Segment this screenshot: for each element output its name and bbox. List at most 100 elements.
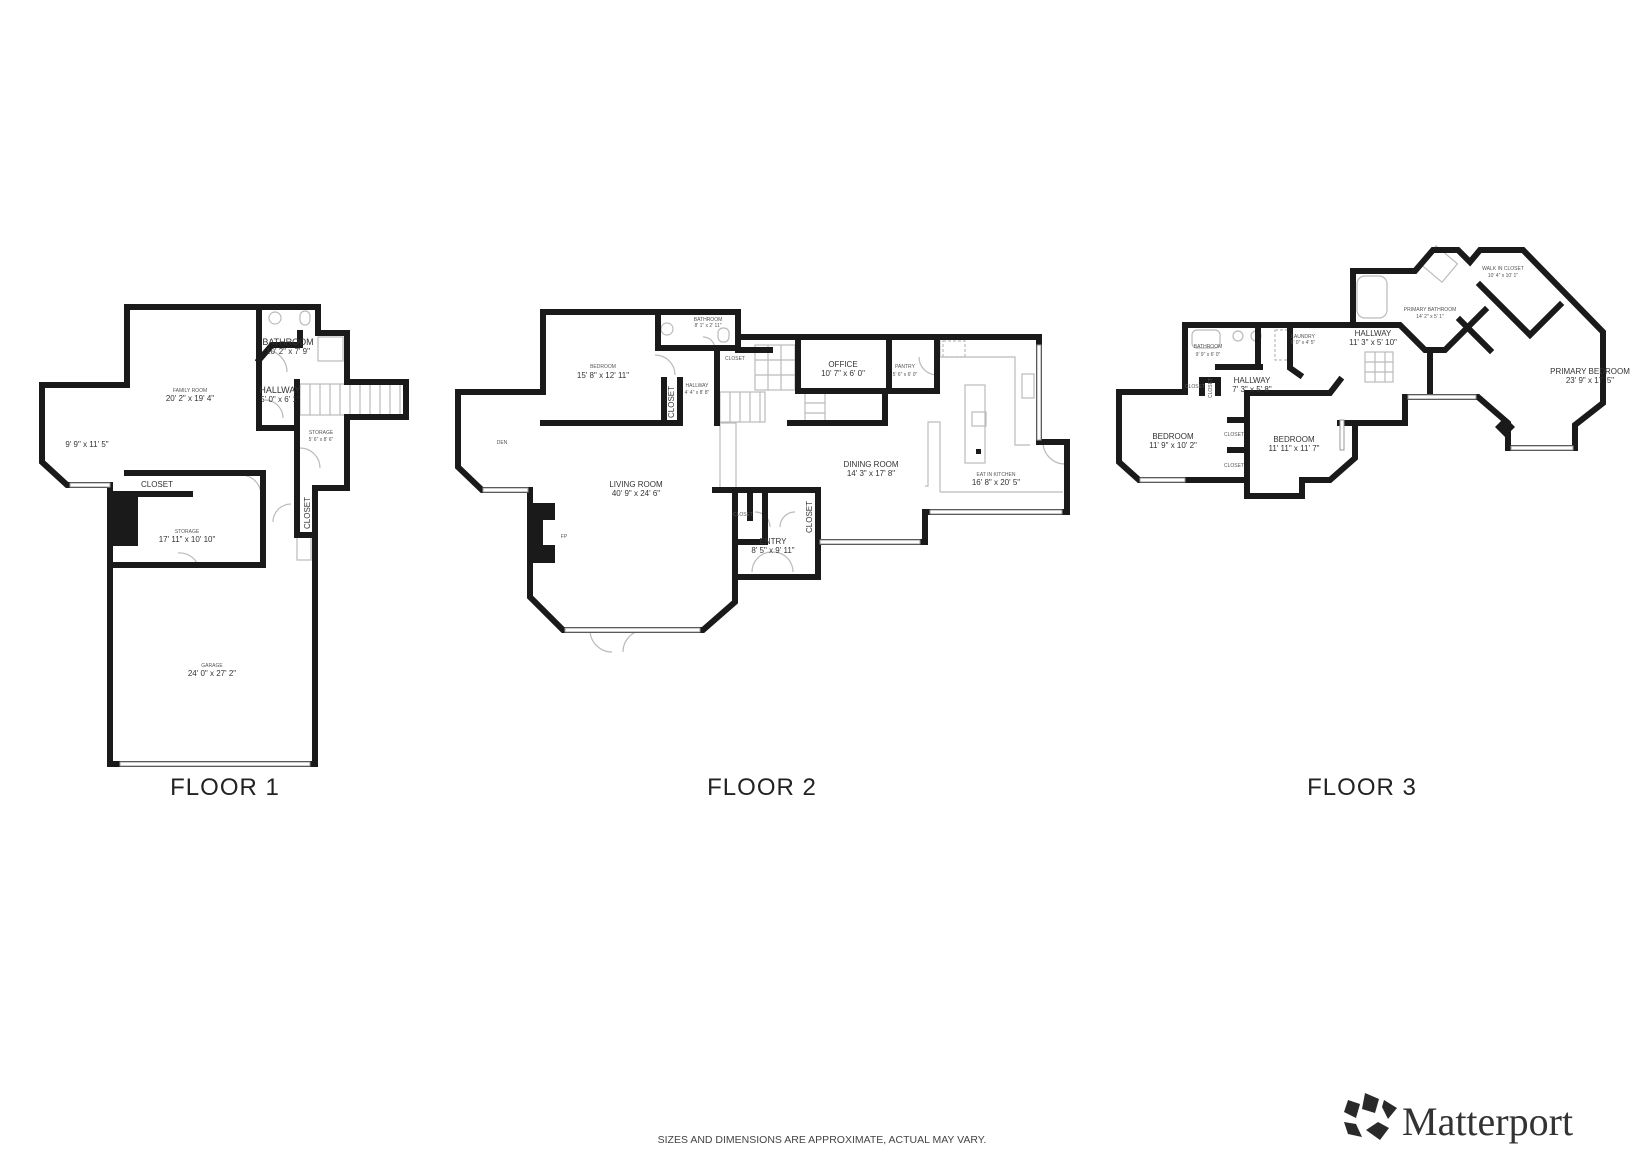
garage-door	[119, 761, 311, 767]
room-dims: 16' 8" x 20' 5"	[972, 478, 1020, 487]
room-label: HALLWAY	[1355, 329, 1392, 338]
sink-icon	[1021, 373, 1035, 399]
room-dims: 5' 6" x 6' 0"	[893, 372, 918, 378]
toilet-icon	[717, 327, 730, 343]
room-label: CLOSET	[1224, 463, 1244, 469]
floor-3-plan: BATHROOM 9' 9" x 6' 0" LAUNDRY 6' 0" x 4…	[1116, 244, 1630, 801]
window	[1407, 394, 1477, 400]
room-dims: 10' 2" x 7' 9"	[266, 347, 310, 356]
room-dims: 14' 3" x 17' 8"	[847, 469, 895, 478]
room-label: STORAGE	[175, 529, 200, 535]
floor-3-stairs	[1364, 351, 1394, 383]
room-label: OFFICE	[828, 360, 857, 369]
room-label: CLOSET	[725, 356, 745, 362]
room-dims: 8' 5" x 9' 11"	[751, 546, 794, 555]
room-dims: 9' 9" x 6' 0"	[1196, 352, 1221, 358]
floor-1-plan: FAMILY ROOM 20' 2" x 19' 4" 9' 9" x 11' …	[39, 304, 409, 801]
room-label: BEDROOM	[1152, 432, 1194, 441]
room-label: CLOSET	[667, 386, 676, 418]
room-dims: 17' 11" x 10' 10"	[159, 535, 216, 544]
water-heater-block	[110, 494, 138, 546]
room-dims: 20' 2" x 19' 4"	[166, 394, 214, 403]
toilet-icon	[299, 310, 311, 326]
room-label: HALLWAY	[686, 383, 710, 389]
window	[1510, 445, 1574, 451]
window	[482, 487, 529, 493]
room-dims: 10' 7" x 6' 0"	[821, 369, 865, 378]
floor-1-title: FLOOR 1	[170, 774, 280, 801]
floor-3-title: FLOOR 3	[1307, 774, 1417, 801]
room-dims: 11' 9" x 10' 2"	[1149, 441, 1197, 450]
sink-icon	[660, 322, 674, 336]
room-label: CLOSET	[141, 480, 173, 489]
room-dims: 11' 11" x 11' 7"	[1269, 444, 1320, 453]
room-label: CLOSET	[1224, 432, 1244, 438]
fireplace-opening	[543, 520, 555, 545]
room-label: HALLWAY	[1234, 376, 1271, 385]
room-dims: 8' 1" x 2' 11"	[694, 323, 721, 329]
floor-2-plan: BEDROOM 15' 8" x 12' 11" BATHROOM 8' 1" …	[455, 309, 1070, 801]
floor-2-title: FLOOR 2	[707, 774, 817, 801]
room-dims: 11' 3" x 5' 10"	[1349, 338, 1397, 347]
room-label: ENTRY	[760, 537, 788, 546]
sink-icon	[1232, 330, 1244, 342]
room-label: BATHROOM	[694, 317, 723, 323]
utility-sink-icon	[296, 534, 312, 561]
room-label: LIVING ROOM	[609, 480, 663, 489]
room-label: BATHROOM	[262, 337, 313, 347]
room-dims: 15' 8" x 12' 11"	[577, 371, 629, 380]
room-dims: 24' 0" x 27' 2"	[188, 669, 236, 678]
window	[69, 482, 111, 488]
fridge-icon	[942, 340, 966, 358]
room-dims: 14' 2" x 5' 1"	[1416, 314, 1444, 320]
room-dims: 5' 0" x 6' 1"	[260, 395, 300, 404]
floor-1-door-swings	[177, 349, 321, 566]
cooktop-icon	[971, 411, 987, 427]
window	[564, 627, 701, 633]
floor-1-walls	[39, 304, 409, 767]
bathtub-icon	[1356, 275, 1388, 319]
room-dims: 10' 4" x 10' 1"	[1488, 273, 1518, 279]
matterport-logo-icon	[1344, 1093, 1397, 1140]
floor-2-stairs	[719, 344, 826, 490]
window	[929, 509, 1063, 515]
window	[819, 539, 921, 545]
bathtub-icon	[1191, 329, 1221, 349]
room-label: CLOSET	[1208, 378, 1214, 398]
brand-name: Matterport	[1402, 1099, 1573, 1144]
floor-2-walls	[455, 309, 1070, 633]
sink-icon	[268, 311, 282, 325]
room-dims: 7' 3" x 5' 8"	[1232, 385, 1272, 394]
room-label: FP	[561, 534, 568, 540]
outlet-icon	[976, 449, 981, 454]
room-label: DEN	[497, 440, 508, 446]
room-label: CLOSET	[733, 512, 753, 518]
disclaimer: SIZES AND DIMENSIONS ARE APPROXIMATE, AC…	[658, 1134, 987, 1146]
room-label: BATHROOM	[1194, 344, 1223, 350]
window	[1036, 344, 1042, 441]
kitchen-counter	[925, 337, 1063, 493]
room-label: HALLWAY	[259, 385, 300, 395]
window	[1339, 419, 1345, 451]
window	[1139, 477, 1186, 483]
room-label: LAUNDRY	[1291, 334, 1315, 340]
room-dims: 9' 9" x 11' 5"	[65, 440, 108, 449]
room-label: FAMILY ROOM	[173, 388, 207, 394]
room-label: EAT IN KITCHEN	[977, 472, 1016, 478]
room-label: PANTRY	[895, 364, 915, 370]
room-dims: 5' 6" x 8' 6"	[309, 437, 334, 443]
room-label: PRIMARY BEDROOM	[1550, 367, 1630, 376]
room-label: CLOSET	[805, 501, 814, 533]
room-label: GARAGE	[201, 663, 223, 669]
room-label: PRIMARY BATHROOM	[1404, 307, 1457, 313]
shower-icon	[317, 336, 344, 362]
matterport-logo: Matterport	[1344, 1093, 1573, 1144]
room-label: BEDROOM	[590, 364, 616, 370]
room-label: STORAGE	[309, 430, 334, 436]
floor-3-walls	[1116, 247, 1606, 499]
room-label: CLOSET	[1185, 384, 1205, 390]
room-label: CLOSET	[303, 497, 312, 529]
room-dims: 23' 9" x 17' 5"	[1566, 376, 1614, 385]
room-dims: 6' 0" x 4' 5"	[1291, 340, 1316, 346]
kitchen-island	[964, 384, 986, 464]
